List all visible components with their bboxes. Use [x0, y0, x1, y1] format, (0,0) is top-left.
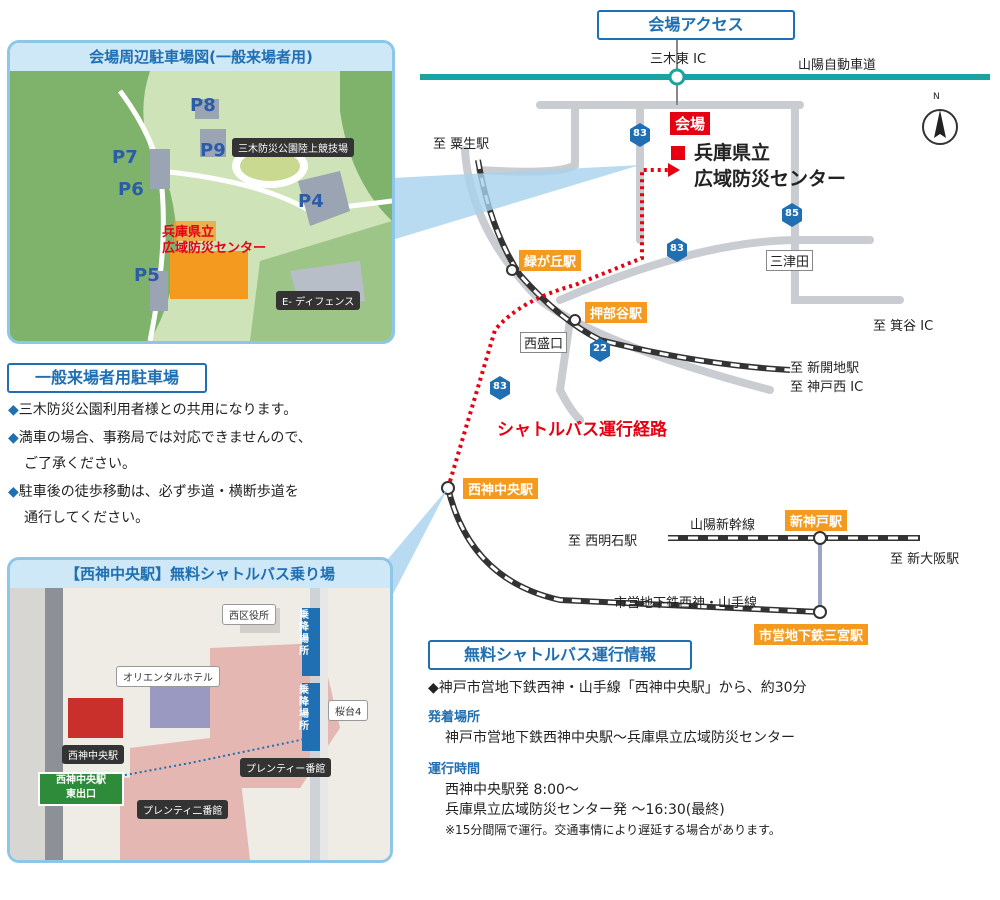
parking-item-2b: ご了承ください。 — [24, 456, 136, 472]
route-85: 85 — [785, 208, 799, 219]
venue-name-2: 広域防災センター — [694, 168, 847, 190]
parking-item-2: ◆満車の場合、事務局では対応できませんので、 — [8, 430, 312, 446]
shuttle-info-line1: ◆神戸市営地下鉄西神・山手線「西神中央駅」から、約30分 — [428, 680, 807, 696]
station-oshibedani: 押部谷駅 — [585, 302, 648, 323]
edefense-label: E- ディフェンス — [276, 291, 361, 310]
to-shin-osaka: 至 新大阪駅 — [890, 552, 960, 567]
stop-label-1: 乗降場所 — [299, 610, 309, 657]
parking-map-title: 会場周辺駐車場図(一般来場者用) — [10, 43, 392, 71]
parking-info-title: 一般来場者用駐車場 — [7, 363, 207, 393]
mitsuda-label: 三津田 — [766, 250, 814, 271]
expressway-label: 山陽自動車道 — [798, 58, 877, 73]
parking-item-3: ◆駐車後の徒歩移動は、必ず歩道・横断歩道を — [8, 484, 299, 500]
route-83-c: 83 — [493, 381, 507, 392]
shuttle-map-drawing — [10, 588, 390, 860]
plenty2-label: プレンティ二番館 — [137, 800, 229, 819]
ward-office: 西区役所 — [222, 604, 276, 625]
to-kobenishi: 至 神戸西 IC — [790, 380, 864, 395]
shuttle-note: ※15分間隔で運行。交通事情により遅延する場合があります。 — [445, 823, 781, 837]
to-awao: 至 粟生駅 — [433, 137, 490, 152]
station-seishin-chuo: 西神中央駅 — [463, 478, 539, 499]
lot-p7: P7 — [112, 147, 138, 168]
shuttle-times-heading: 運行時間 — [428, 762, 481, 777]
to-minotani: 至 箕谷 IC — [873, 319, 934, 334]
bullet-icon: ◆ — [8, 430, 19, 446]
station-shin-kobe: 新神戸駅 — [785, 510, 848, 531]
ic-mikihigashi: 三木東 IC — [650, 52, 707, 67]
east-exit-line2: 東出口 — [66, 789, 96, 800]
parking-map-panel: 会場周辺駐車場図(一般来場者用) P8 P9 P7 P6 P4 P5 三木防災公… — [7, 40, 395, 344]
lot-p5: P5 — [134, 265, 160, 286]
shuttle-stops-heading: 発着場所 — [428, 710, 481, 725]
route-22: 22 — [593, 343, 607, 354]
center-label-2: 広域防災センター — [162, 241, 267, 256]
lot-p8: P8 — [190, 95, 216, 116]
venue-tag: 会場 — [670, 112, 711, 135]
route-83-a: 83 — [633, 128, 647, 139]
to-nishiakashi: 至 西明石駅 — [568, 534, 638, 549]
to-shinkaichi: 至 新開地駅 — [790, 361, 860, 376]
parking-item-3b: 通行してください。 — [24, 510, 150, 526]
bullet-icon: ◆ — [8, 484, 19, 500]
shuttle-map-panel: 【西神中央駅】無料シャトルバス乗り場 西区役所 オリエンタルホテル 西神中央駅 … — [7, 557, 393, 863]
nishisakaguchi-label: 西盛口 — [520, 332, 568, 353]
sakuradai-label: 桜台4 — [328, 700, 369, 721]
venue-name-1: 兵庫県立 — [694, 142, 771, 164]
center-label-1: 兵庫県立 — [162, 225, 215, 240]
parking-item-1: ◆三木防災公園利用者様との共用になります。 — [8, 402, 298, 418]
lot-p6: P6 — [118, 179, 144, 200]
station-sannomiya: 市営地下鉄三宮駅 — [754, 624, 869, 645]
stop-label-2: 乗降場所 — [299, 685, 309, 732]
hotel-label: オリエンタルホテル — [116, 666, 220, 687]
shuttle-stops: 神戸市営地下鉄西神中央駅〜兵庫県立広域防災センター — [445, 730, 795, 746]
route-83-b: 83 — [670, 243, 684, 254]
sanyo-shinkansen: 山陽新幹線 — [690, 518, 756, 533]
shuttle-time-2: 兵庫県立広域防災センター発 〜16:30(最終) — [445, 802, 725, 818]
shuttle-info-title: 無料シャトルバス運行情報 — [428, 640, 692, 670]
access-title: 会場アクセス — [597, 10, 795, 40]
east-exit-sign: 西神中央駅 東出口 — [38, 772, 124, 806]
station-label: 西神中央駅 — [62, 745, 124, 764]
station-midorigaoka: 緑が丘駅 — [519, 250, 582, 271]
shuttle-time-1: 西神中央駅発 8:00〜 — [445, 782, 579, 798]
shuttle-route-label: シャトルバス運行経路 — [497, 420, 667, 440]
lot-p9: P9 — [200, 140, 226, 161]
north-label: N — [933, 92, 940, 102]
east-exit-line1: 西神中央駅 — [56, 775, 106, 786]
lot-p4: P4 — [298, 191, 324, 212]
bullet-icon: ◆ — [8, 402, 19, 418]
plenty1-label: プレンティー番館 — [240, 758, 332, 777]
shuttle-map-title: 【西神中央駅】無料シャトルバス乗り場 — [10, 560, 390, 588]
stadium-label: 三木防災公園陸上競技場 — [232, 138, 354, 157]
subway-line: 市営地下鉄西神・山手線 — [614, 596, 758, 611]
